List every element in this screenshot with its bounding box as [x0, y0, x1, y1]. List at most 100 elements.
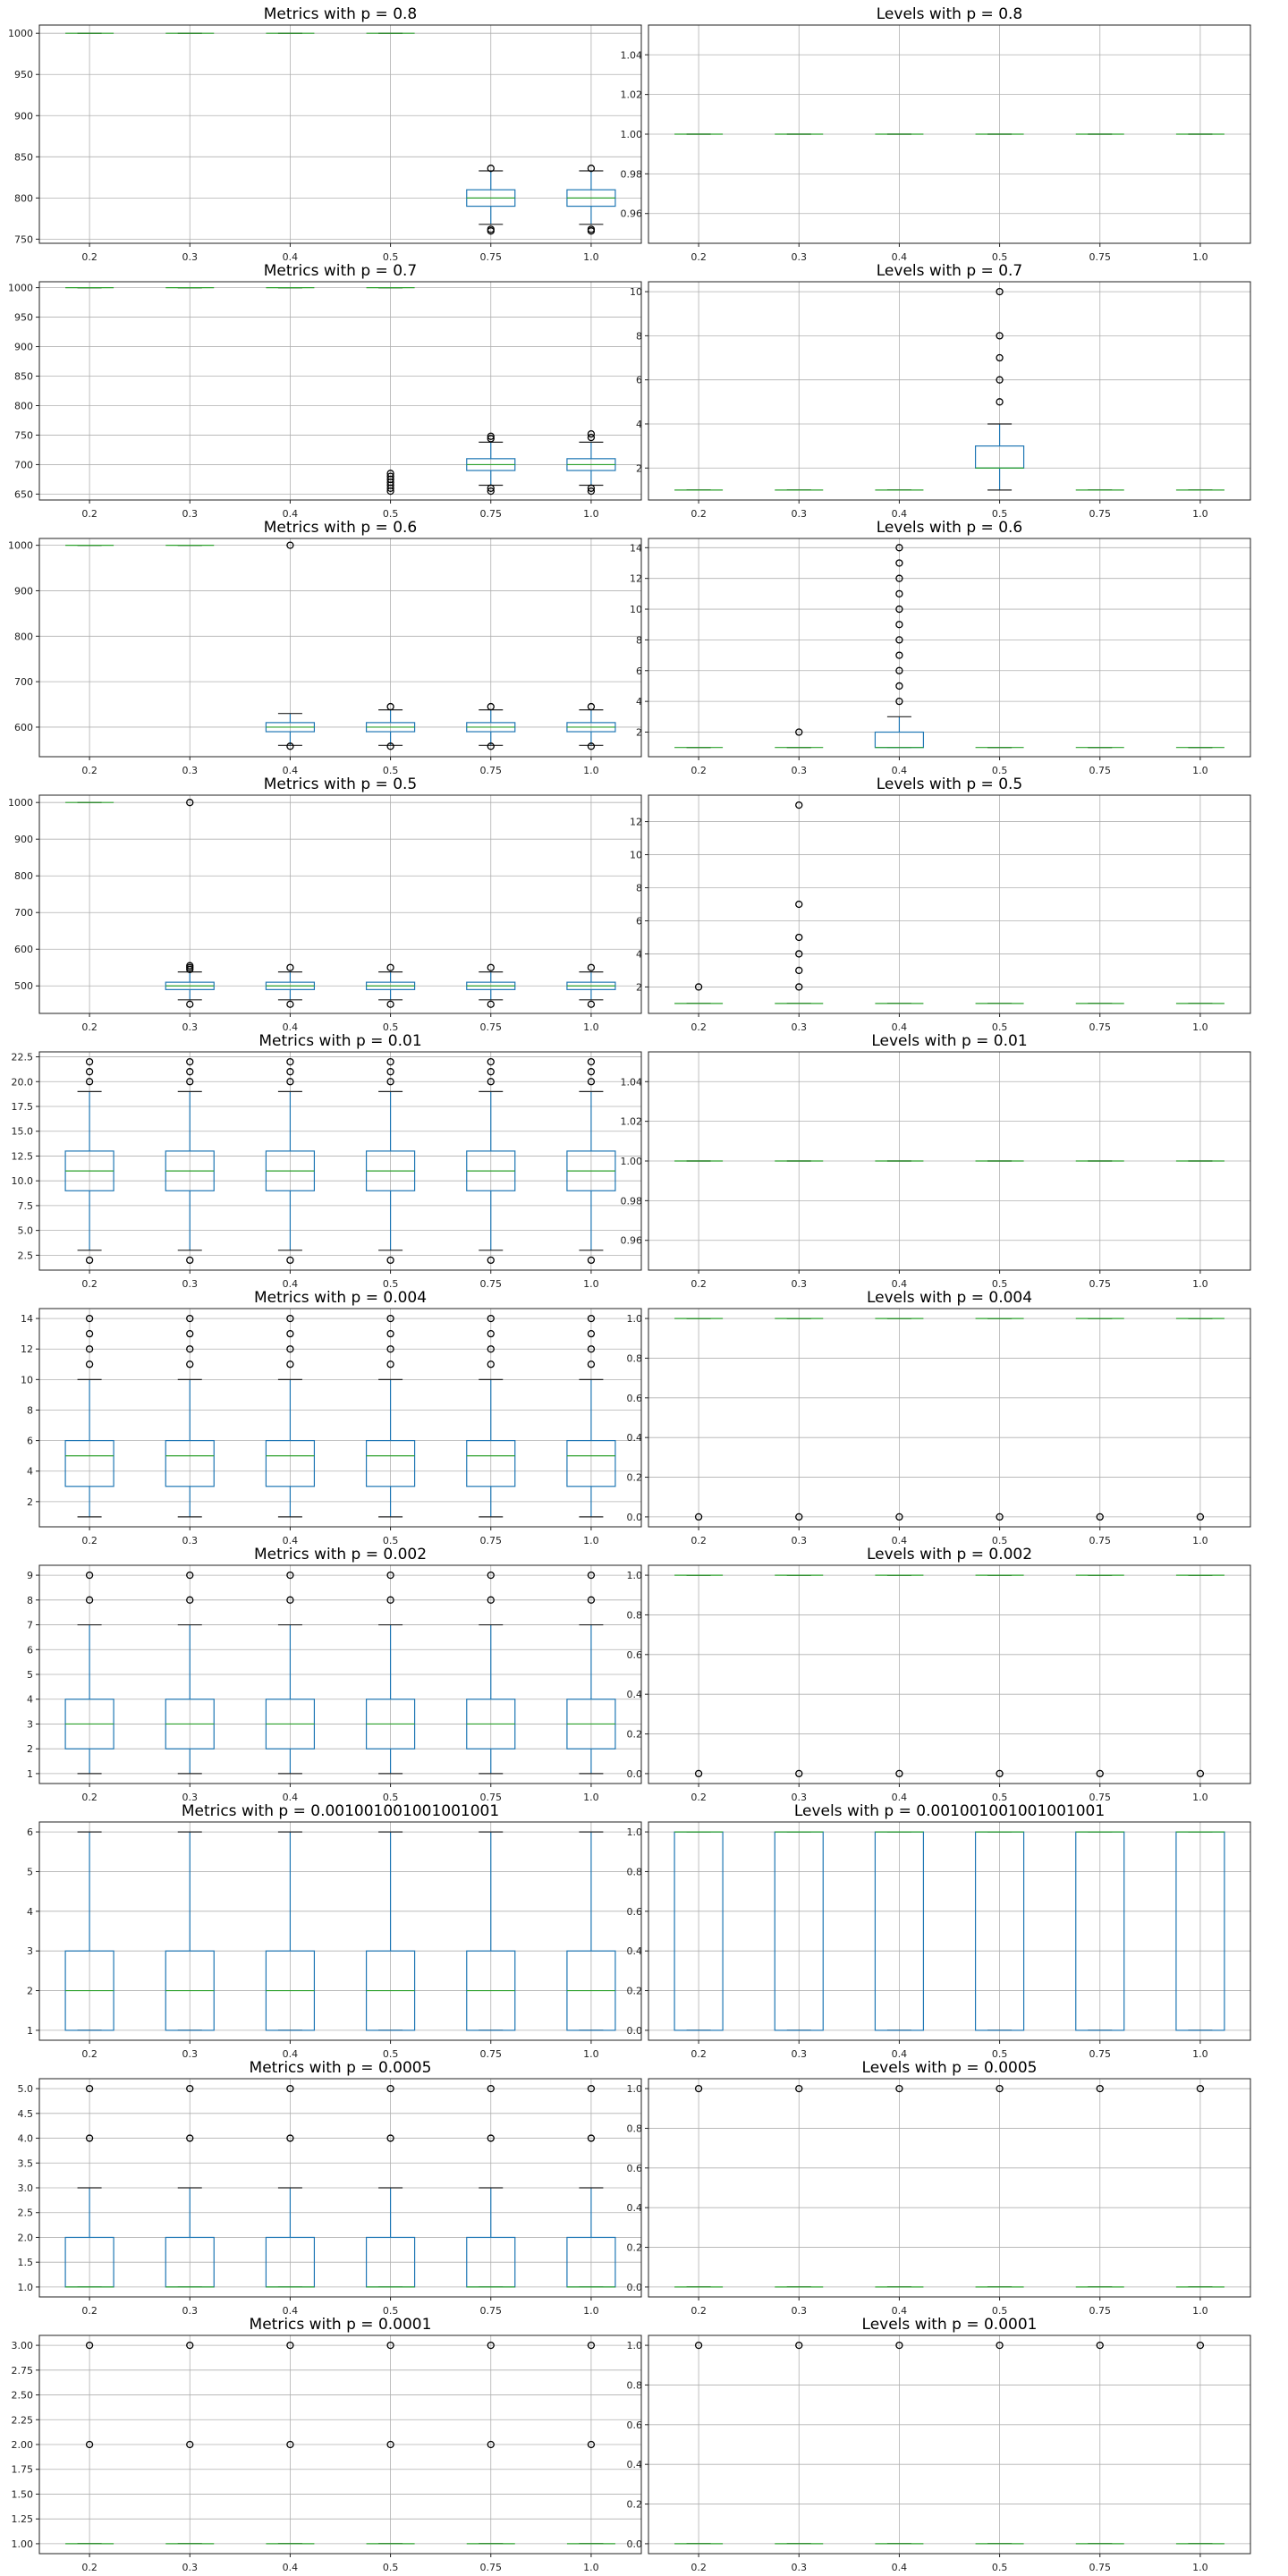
axes-frame	[648, 2334, 1251, 2555]
outlier-point	[386, 1345, 394, 1353]
box-0.3	[775, 801, 824, 1004]
outlier-point	[85, 1068, 94, 1076]
outlier-point	[996, 2084, 1004, 2093]
panel-title: Metrics with p = 0.004	[254, 1289, 427, 1307]
outlier-point	[587, 1596, 596, 1604]
y-tick-label: 15.0	[12, 1126, 34, 1138]
y-tick-label: 1000	[8, 283, 33, 294]
outlier-point	[186, 1360, 194, 1368]
y-tick-label: 750	[14, 233, 33, 245]
axes-frame	[648, 1564, 1251, 1784]
y-tick-label: 4	[636, 948, 642, 960]
outlier-point	[487, 1314, 495, 1323]
outlier-point	[386, 472, 394, 480]
outlier-point	[386, 1068, 394, 1076]
x-tick-label: 0.3	[792, 2562, 808, 2573]
outlier-point	[795, 950, 803, 958]
x-tick-label: 1.0	[583, 1278, 599, 1290]
outlier-point	[587, 1571, 596, 1580]
panel-title: Metrics with p = 0.01	[258, 1032, 421, 1050]
panel-title: Levels with p = 0.0001	[862, 2316, 1038, 2334]
outlier-point	[1196, 1769, 1205, 1778]
y-tick-label: 1.0	[18, 2282, 34, 2293]
panel-title: Metrics with p = 0.5	[264, 775, 417, 793]
outlier-point	[286, 1057, 294, 1066]
y-tick-label: 3.00	[12, 2340, 34, 2351]
y-tick-label: 12.5	[12, 1150, 34, 1162]
outlier-point	[286, 2341, 294, 2350]
outlier-point	[487, 1571, 495, 1580]
iqr-box	[365, 1439, 416, 1487]
y-tick-label: 10	[21, 1374, 33, 1385]
y-tick-label: 12	[630, 573, 642, 585]
outlier-point	[386, 1571, 394, 1580]
box-0.5	[365, 1057, 416, 1265]
outlier-point	[1096, 1769, 1104, 1778]
box-0.2	[65, 2341, 114, 2545]
outlier-point	[186, 1314, 194, 1323]
y-tick-label: 950	[14, 69, 33, 80]
x-tick-label: 0.3	[182, 1792, 199, 1803]
y-tick-label: 950	[14, 312, 33, 324]
y-tick-label: 17.5	[12, 1101, 34, 1113]
box-0.75	[466, 2341, 515, 2545]
x-tick-label: 0.75	[480, 508, 503, 520]
outlier-point	[895, 1769, 903, 1778]
x-tick-label: 1.0	[1192, 508, 1208, 520]
y-tick-label: 3.0	[18, 2182, 34, 2194]
x-tick-label: 0.3	[182, 508, 199, 520]
y-tick-label: 0.8	[627, 2123, 643, 2134]
x-tick-label: 0.75	[480, 2562, 503, 2573]
box-0.75	[466, 1571, 516, 1775]
x-tick-label: 0.3	[792, 251, 808, 263]
outlier-point	[587, 702, 596, 711]
outlier-point	[795, 728, 803, 736]
axes-frame	[648, 24, 1251, 244]
outlier-point	[487, 2134, 495, 2142]
x-tick-label: 0.4	[892, 1792, 908, 1803]
y-tick-label: 4.0	[18, 2133, 34, 2145]
box-1.0	[566, 1314, 616, 1518]
outlier-point	[487, 435, 495, 443]
outlier-point	[1196, 2084, 1205, 2093]
outlier-point	[587, 429, 596, 438]
boxplot-panel: Levels with p = 0.80.960.981.001.021.040…	[621, 5, 1251, 263]
x-tick-label: 0.3	[182, 1021, 199, 1033]
x-tick-label: 0.4	[892, 2562, 908, 2573]
outlier-point	[895, 559, 903, 567]
box-0.75	[1075, 2341, 1124, 2545]
outlier-point	[85, 1596, 94, 1604]
outlier-point	[795, 1513, 803, 1521]
outlier-point	[85, 2440, 94, 2449]
outlier-point	[587, 2341, 596, 2350]
y-tick-label: 0.0	[627, 1512, 643, 1523]
outlier-point	[895, 636, 903, 644]
axes-frame	[648, 2078, 1251, 2298]
x-tick-label: 0.5	[383, 2562, 399, 2573]
outlier-point	[186, 2341, 194, 2350]
x-tick-label: 0.75	[480, 2048, 503, 2060]
box-0.3	[165, 1831, 215, 2031]
x-tick-label: 0.5	[383, 2305, 399, 2317]
y-tick-label: 8	[636, 634, 642, 646]
x-tick-label: 0.5	[992, 2305, 1008, 2317]
box-0.4	[266, 2341, 315, 2545]
outlier-point	[286, 1068, 294, 1076]
outlier-point	[795, 801, 803, 809]
outlier-point	[386, 2134, 394, 2142]
box-0.3	[775, 1574, 824, 1778]
outlier-point	[795, 2084, 803, 2093]
outlier-point	[895, 605, 903, 614]
y-tick-label: 0.0	[627, 2025, 643, 2037]
y-tick-label: 0.4	[627, 2202, 643, 2214]
y-tick-label: 6	[636, 915, 642, 927]
outlier-point	[286, 1314, 294, 1323]
outlier-point	[186, 1256, 194, 1265]
x-tick-label: 0.75	[1089, 2562, 1112, 2573]
box-0.5	[975, 2341, 1024, 2545]
y-tick-label: 4	[636, 419, 642, 430]
x-tick-label: 0.5	[383, 1535, 399, 1546]
outlier-point	[386, 1057, 394, 1066]
x-tick-label: 0.5	[992, 508, 1008, 520]
